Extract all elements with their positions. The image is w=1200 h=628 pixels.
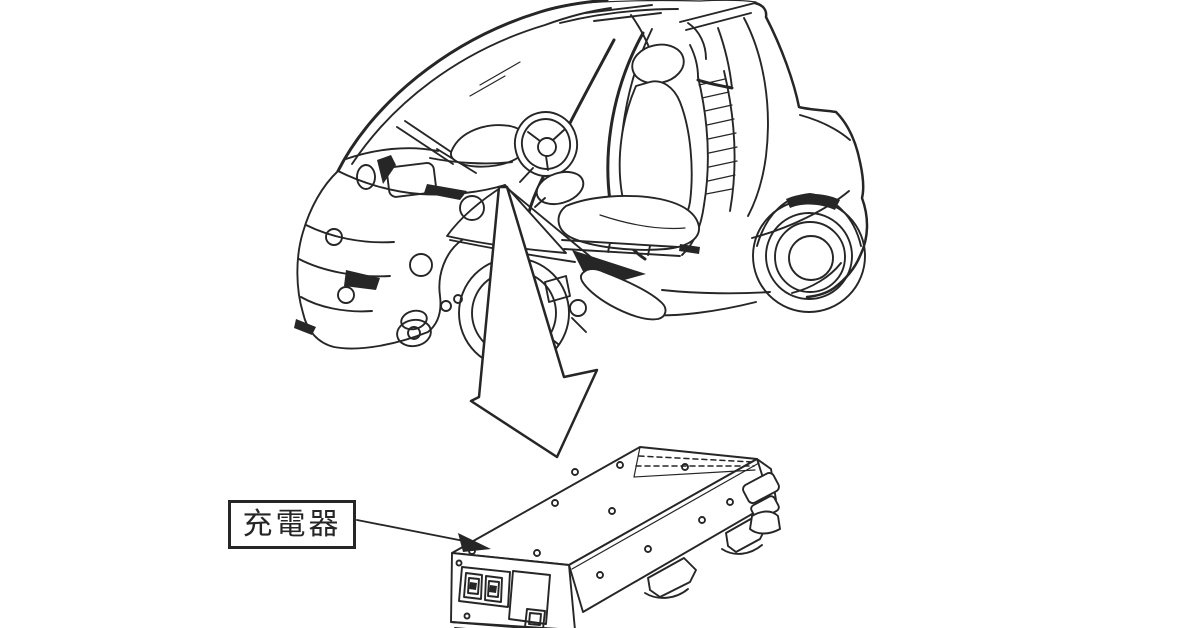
fog-light (409, 253, 433, 277)
charger-callout-label: 充電器 (242, 506, 342, 542)
vehicle-line-drawing (294, 0, 869, 369)
floor-rocker (561, 239, 700, 321)
body-rear (569, 0, 869, 317)
screws (455, 461, 734, 620)
rear-wheel (752, 193, 866, 313)
down-arrow (469, 185, 599, 459)
interior (429, 43, 700, 251)
headlight (459, 195, 485, 221)
hood-panel (386, 162, 437, 198)
charger-line-drawing (450, 446, 781, 628)
charger-callout-box: 充電器 (228, 500, 356, 549)
hood-accents (377, 155, 467, 200)
heat-sink-fins (633, 446, 756, 478)
side-marker (356, 164, 376, 190)
connector-panel (458, 566, 551, 628)
side-mirror (534, 170, 585, 208)
left-front-wheel (396, 318, 432, 348)
seat (557, 43, 700, 251)
connector-socket (484, 575, 503, 603)
steering-wheel (513, 111, 579, 183)
callout-arrow (356, 519, 491, 552)
access-plate (508, 570, 551, 625)
mounting-feet (644, 458, 781, 599)
small-connector (524, 608, 546, 628)
charger-end-face (450, 552, 576, 628)
bumper-accents (294, 270, 380, 335)
connector-socket (463, 572, 483, 600)
